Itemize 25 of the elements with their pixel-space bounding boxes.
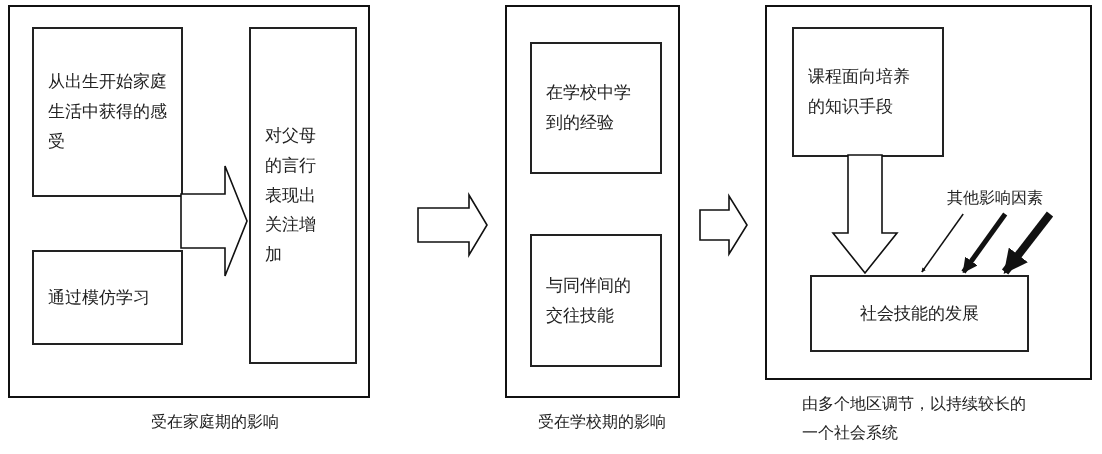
text-box xyxy=(530,234,662,367)
block-arrow xyxy=(180,165,248,277)
text-box xyxy=(32,250,183,345)
box-text: 在学校中学到的经验 xyxy=(546,81,632,134)
box-text: 社会技能的发展 xyxy=(860,301,979,325)
text-box xyxy=(249,27,357,364)
block-arrow xyxy=(699,193,748,257)
arrow xyxy=(961,212,1008,274)
box-text: 与同伴间的交往技能 xyxy=(546,273,632,327)
text-box xyxy=(530,42,662,174)
box-text: 对父母的言行表现出关注增加 xyxy=(265,124,317,267)
block-arrow xyxy=(831,154,899,275)
text-box xyxy=(32,27,183,197)
text-box xyxy=(810,275,1029,352)
text-box xyxy=(792,27,944,157)
box-text: 从出生开始家庭生活中获得的感受 xyxy=(48,70,167,153)
annotation-text: 其他影响因素 xyxy=(947,188,1043,207)
panel-caption: 受在学校期的影响 xyxy=(537,411,667,433)
panel-caption: 受在家庭期的影响 xyxy=(150,411,280,433)
box-text: 课程面向培养的知识手段 xyxy=(808,65,911,118)
arrow xyxy=(921,213,964,273)
box-text: 通过模仿学习 xyxy=(48,285,150,309)
block-arrow xyxy=(417,192,488,258)
arrow xyxy=(1001,211,1054,275)
panel-caption: 由多个地区调节，以持续较长的一个社会系统 xyxy=(802,393,1027,444)
